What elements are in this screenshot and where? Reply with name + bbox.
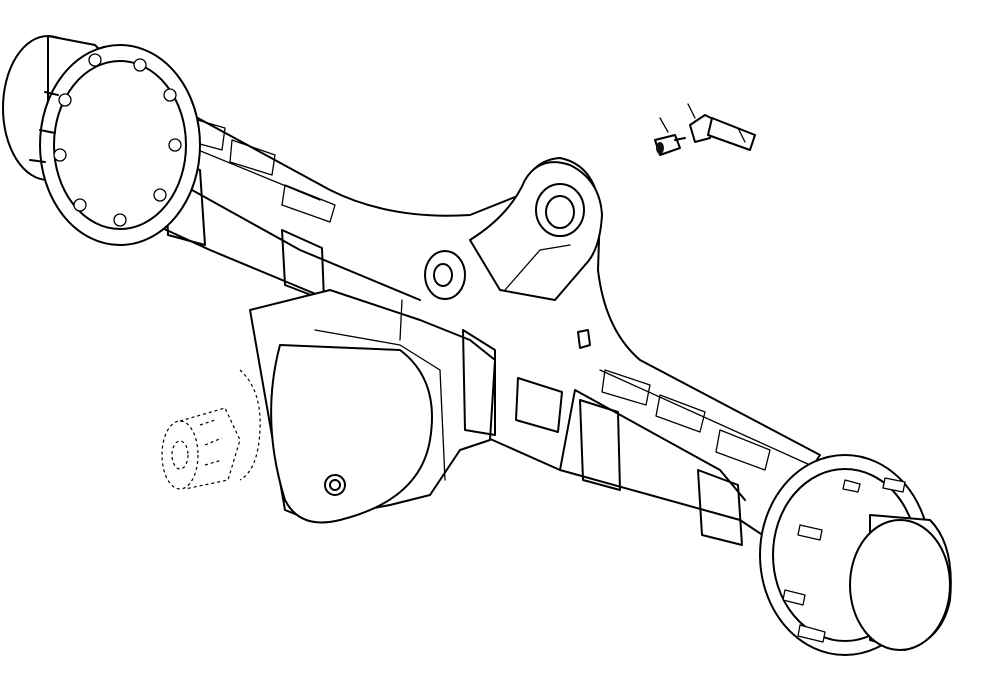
grease-fitting	[654, 117, 686, 156]
axle-housing	[107, 91, 821, 546]
pivot-bracket	[424, 161, 603, 349]
differential-housing	[249, 289, 496, 524]
input-flange	[161, 369, 261, 490]
left-wheel-hub	[2, 35, 201, 246]
right-wheel-hub	[759, 454, 952, 656]
breather-elbow	[687, 103, 756, 151]
